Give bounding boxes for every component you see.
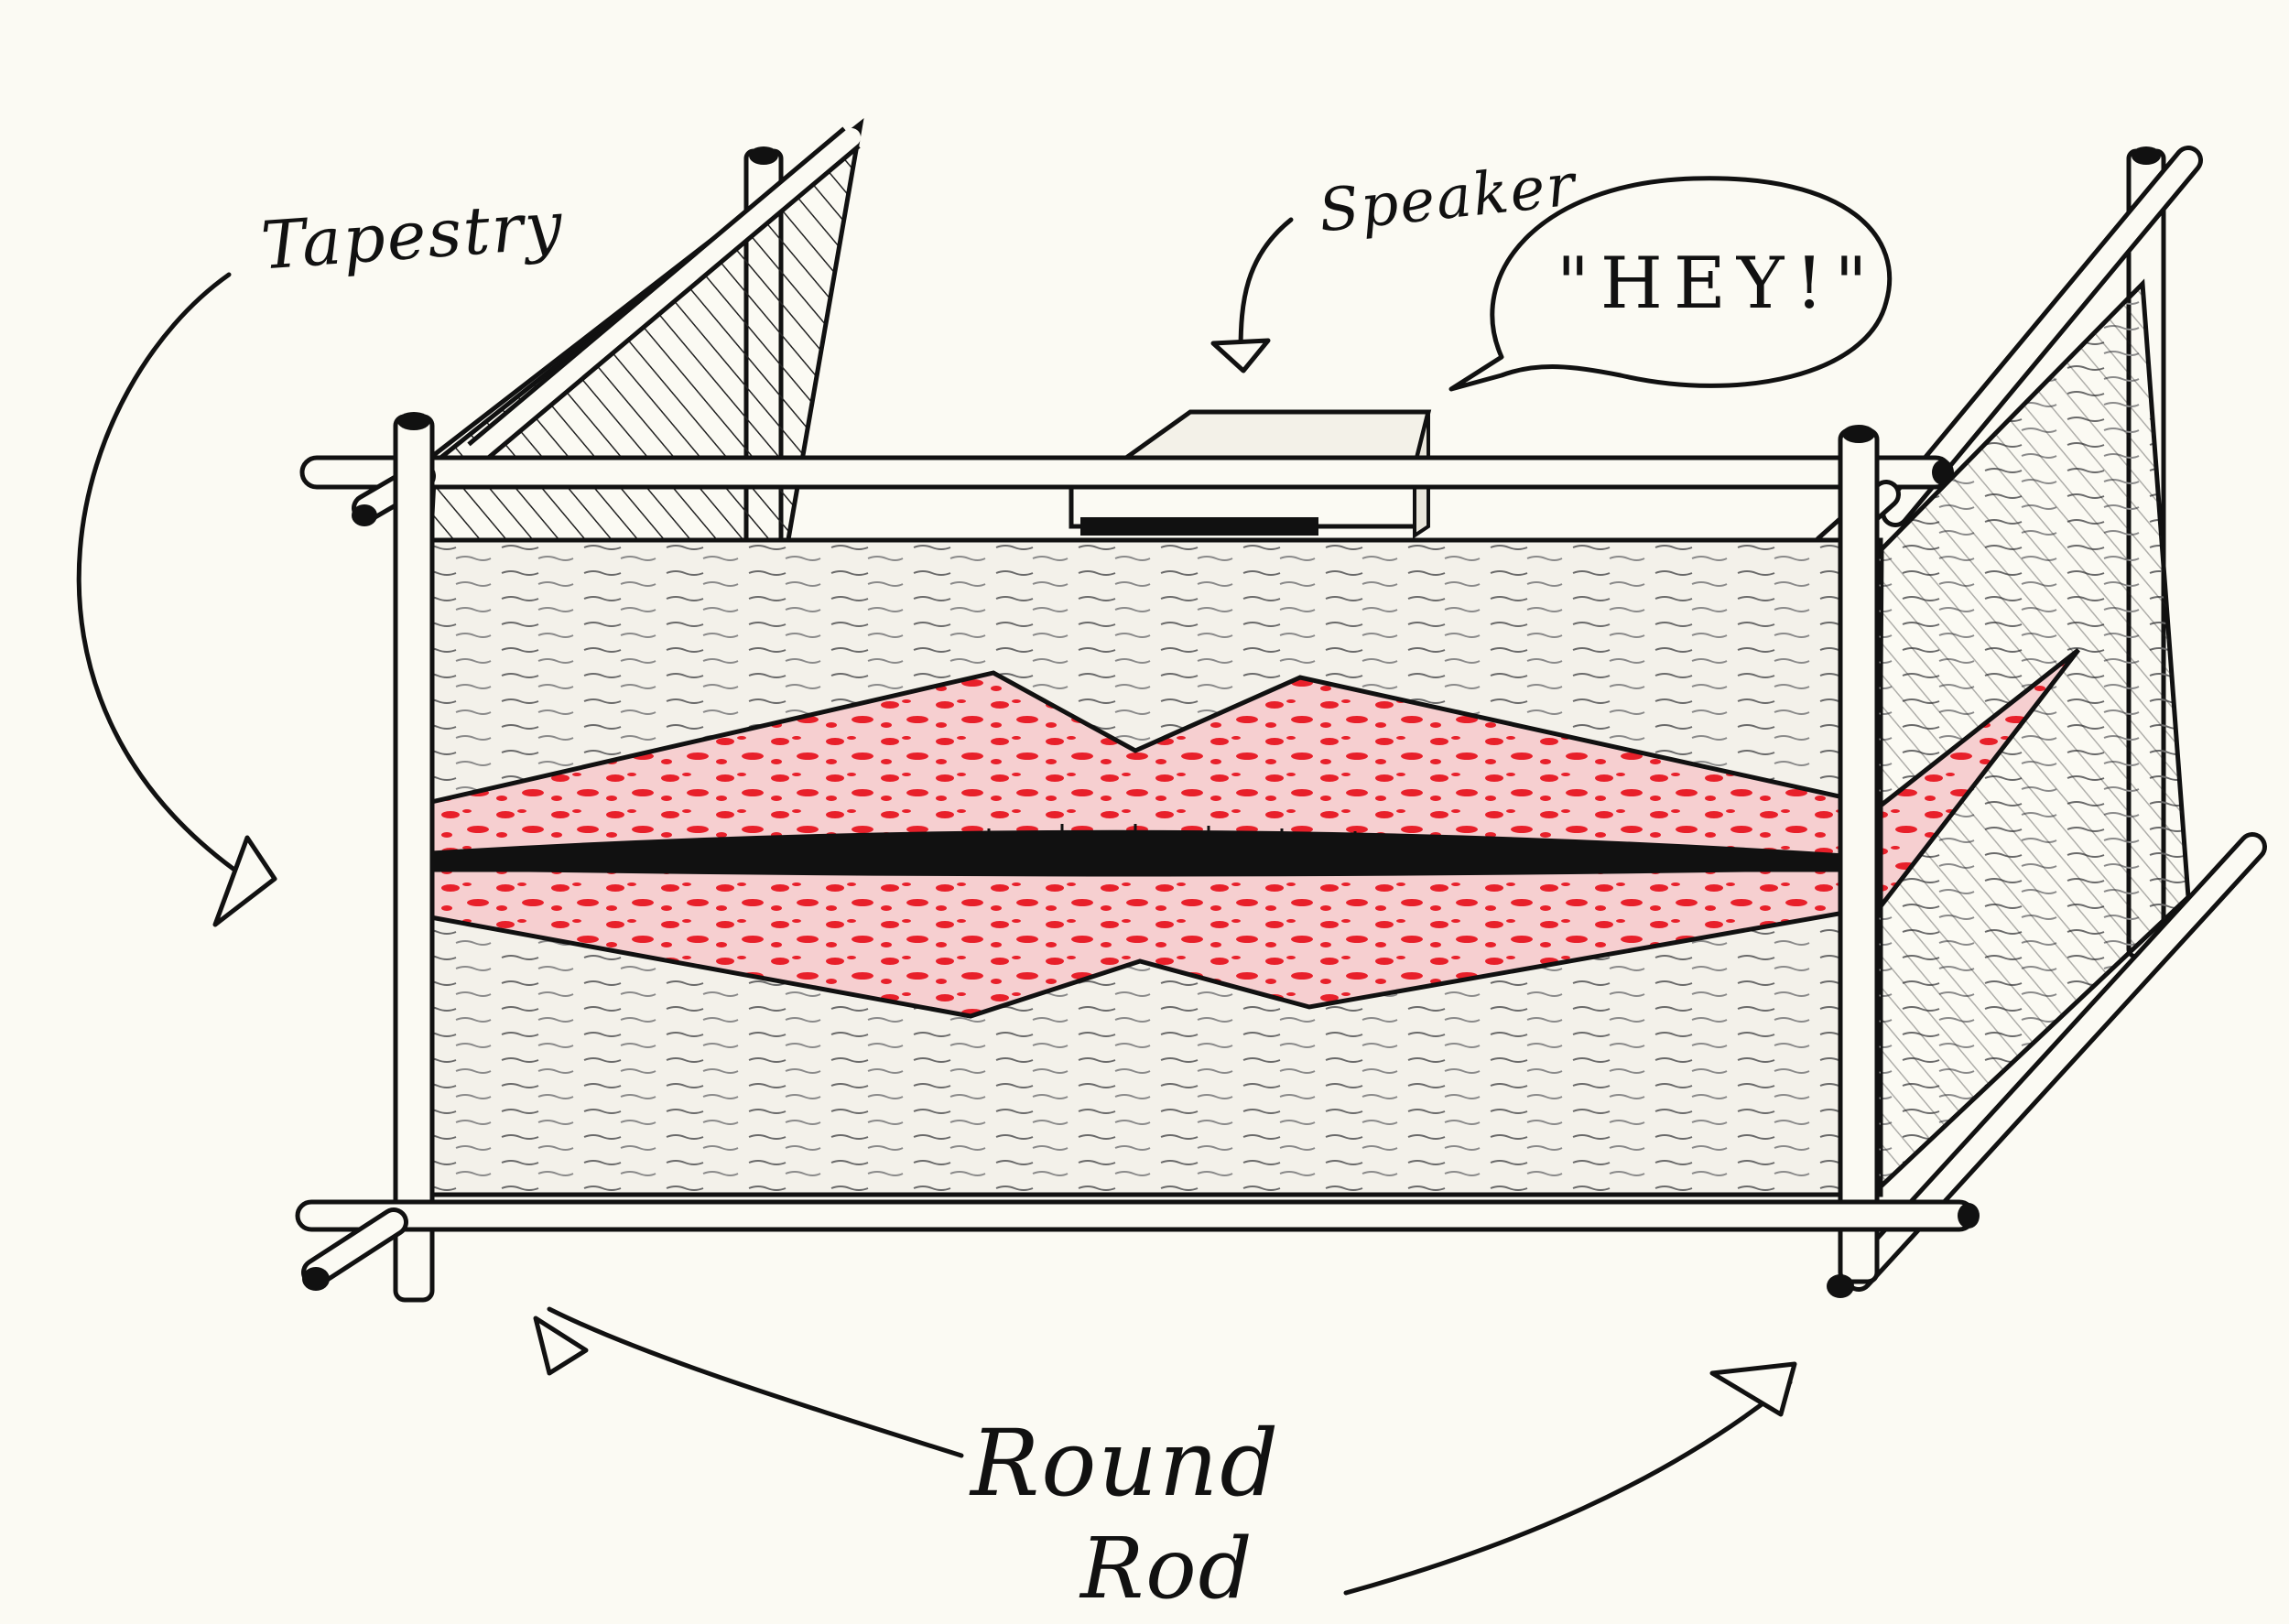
tapestry-arrow [76, 272, 277, 927]
front-left-upright [393, 412, 435, 1303]
round-label: Round [971, 1410, 1281, 1517]
front-right-upright [1838, 425, 1880, 1284]
rod-label: Rod [1080, 1520, 1254, 1618]
speech-bubble-text: "HEY!" [1557, 243, 1879, 325]
round-rod-arrows [533, 1306, 1797, 1596]
right-side-panel [1844, 146, 2267, 1292]
red-mouth-pattern-icon [393, 648, 2080, 1019]
bottom-round-rod [295, 1199, 1980, 1298]
speech-bubble-outline [1448, 176, 1893, 392]
speaker-arrow [1210, 217, 1294, 374]
